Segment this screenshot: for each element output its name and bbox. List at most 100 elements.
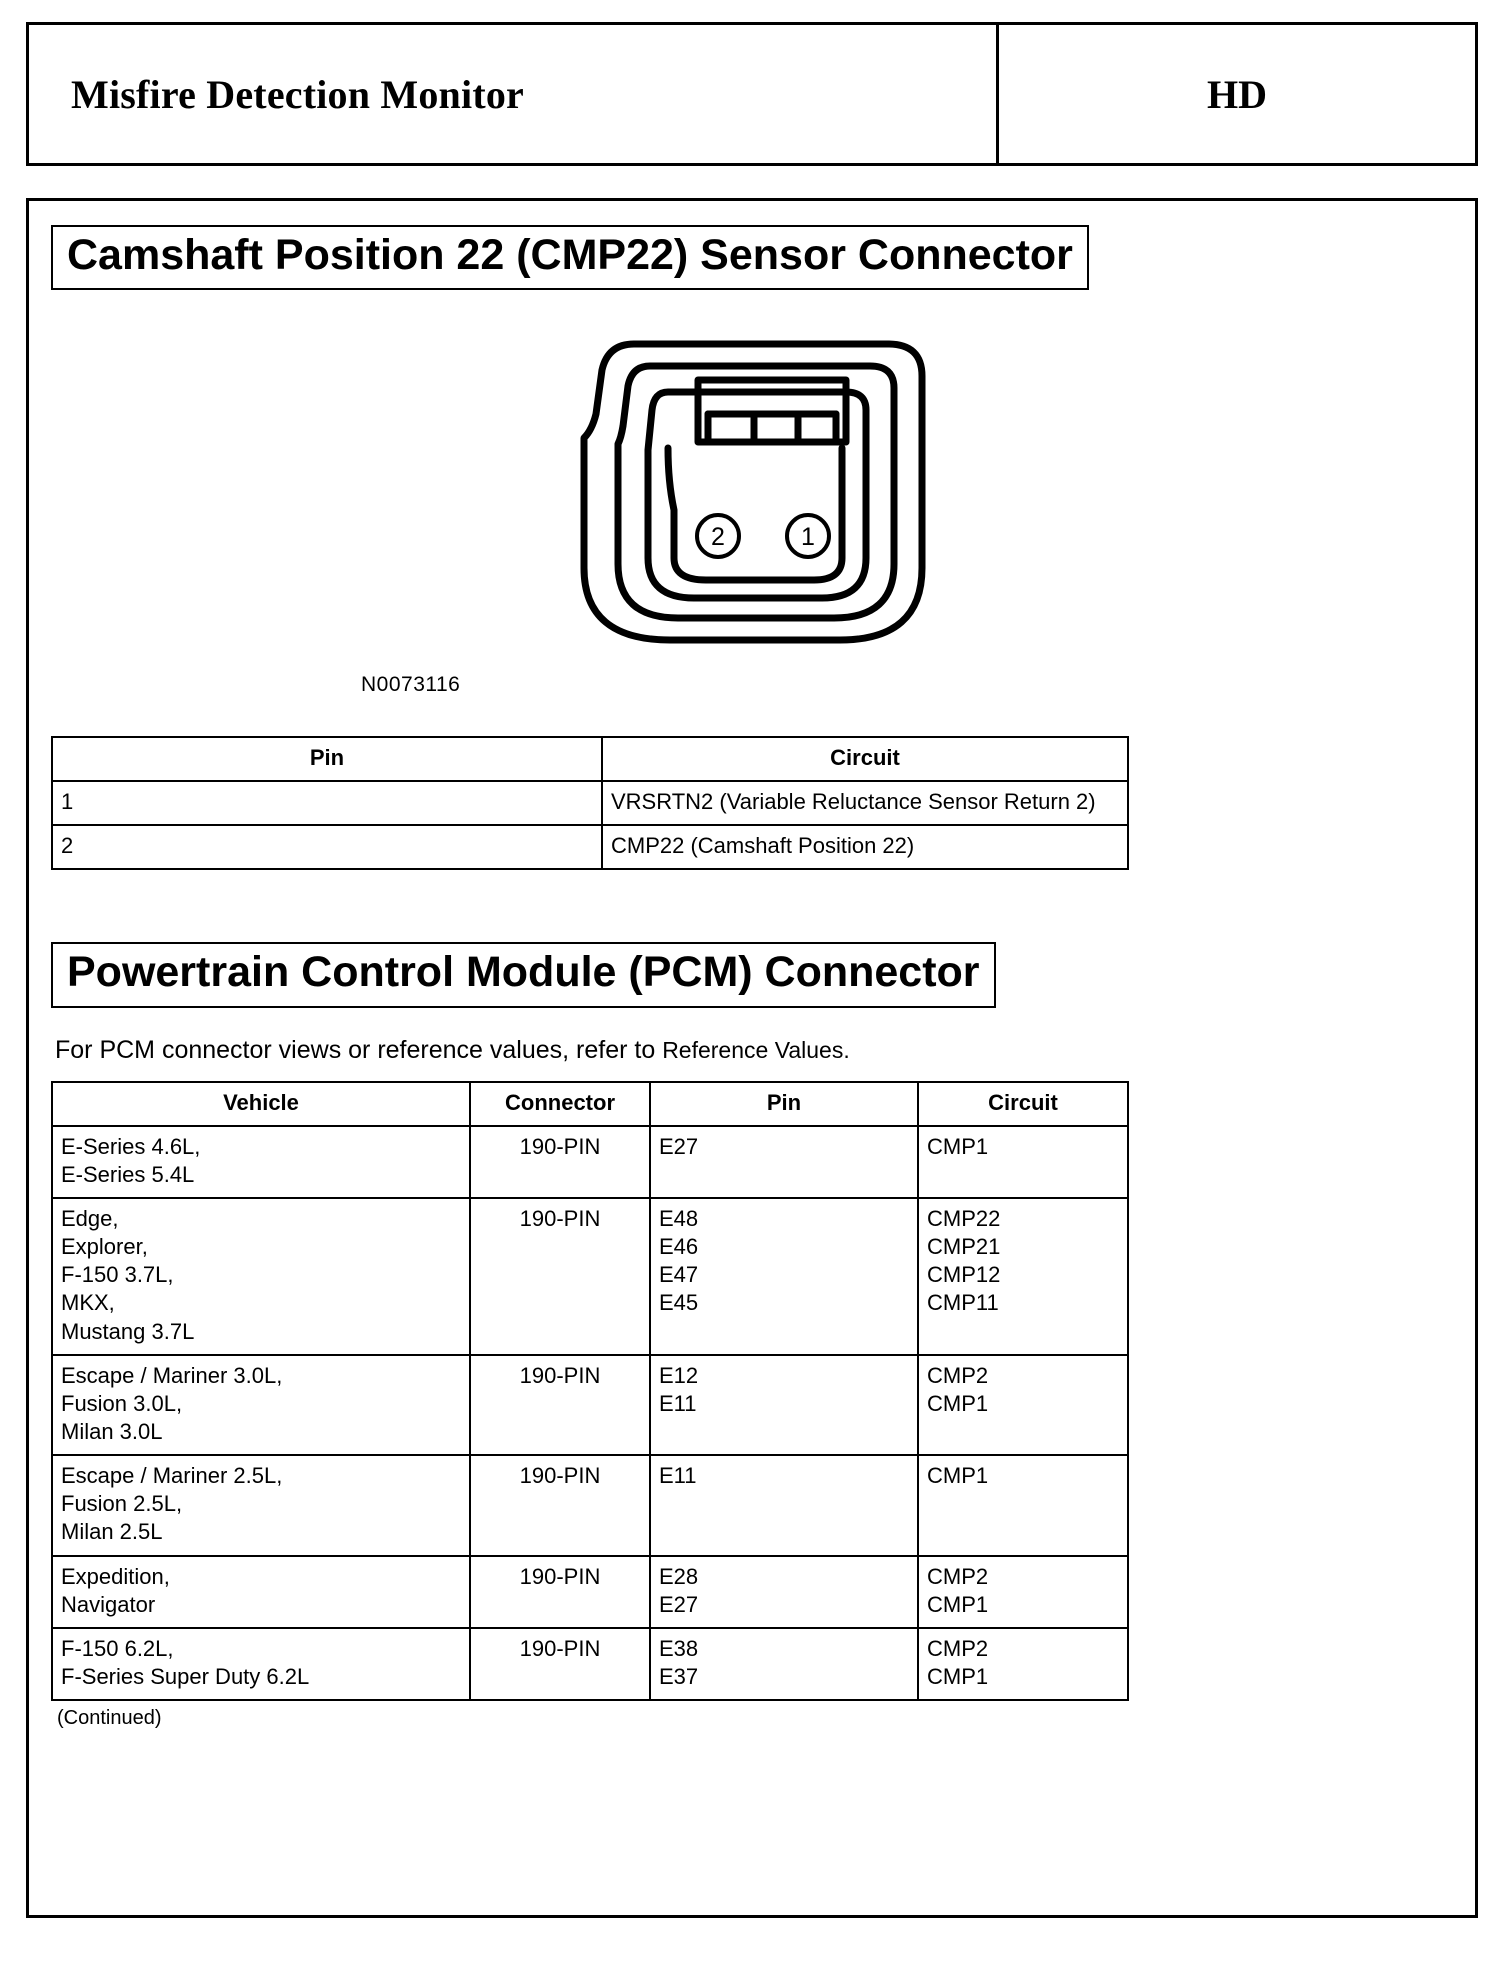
pin-marker-2: 2 [695,513,741,560]
pin-marker-1: 1 [785,513,831,560]
cell-pin-line: E27 [659,1133,699,1159]
page-header-code-cell: HD [999,25,1475,163]
connector-diagram-svg: 2 1 [580,340,926,644]
cell-circuit-line: CMP1 [927,1664,989,1690]
table-row: F-150 6.2L,F-Series Super Duty 6.2L 190-P… [51,1626,1129,1702]
cell-connector-line: 190-PIN [519,1463,601,1489]
cell-circuit-line: CMP2 [927,1563,989,1589]
cell-connector: 190-PIN [469,1124,651,1199]
cell-circuit: VRSRTN2 (Variable Reluctance Sensor Retu… [601,780,1129,827]
page-code-badge: HD [1207,71,1267,117]
table-header-row: Pin Circuit [51,736,1129,783]
cell-circuit-line: CMP2 [927,1362,989,1388]
cell-pin-line: E28 [659,1563,699,1589]
cell-vehicle-line: Escape / Mariner 2.5L, [61,1463,283,1489]
cell-pin: E27 [649,1124,919,1199]
section-spacer [51,870,1453,942]
cell-pin-line: E11 [659,1463,697,1489]
cell-vehicle-line: Mustang 3.7L [61,1318,195,1344]
page-title: Misfire Detection Monitor [71,71,524,117]
cell-vehicle-line: MKX, [61,1290,115,1316]
page-header-title-cell: Misfire Detection Monitor [29,25,999,163]
cell-vehicle: Escape / Mariner 3.0L,Fusion 3.0L,Milan … [51,1353,471,1457]
cell-vehicle-line: Navigator [61,1591,156,1617]
cell-circuit-line: CMP1 [927,1390,989,1416]
column-header-connector: Connector [469,1080,651,1127]
pin-2-label: 2 [711,523,725,551]
connector-second-shell [614,362,898,622]
cell-vehicle-line: F-Series Super Duty 6.2L [61,1664,310,1690]
section-heading-cmp22: Camshaft Position 22 (CMP22) Sensor Conn… [51,225,1089,291]
cell-vehicle-line: F-150 3.7L, [61,1262,174,1288]
column-header-pin: Pin [51,736,603,783]
cell-circuit-line: CMP1 [927,1133,989,1159]
cell-circuit-line: CMP1 [927,1591,989,1617]
cell-vehicle-line: E-Series 5.4L [61,1161,195,1187]
cell-connector-line: 190-PIN [519,1362,601,1388]
cell-vehicle: Edge,Explorer,F-150 3.7L,MKX,Mustang 3.7… [51,1196,471,1356]
cell-vehicle: Expedition,Navigator [51,1554,471,1629]
cell-connector: 190-PIN [469,1626,651,1702]
cell-circuit-line: CMP1 [927,1463,989,1489]
cell-circuit-line: CMP2 [927,1635,989,1661]
connector-outer-shell [580,340,926,644]
table-row: Edge,Explorer,F-150 3.7L,MKX,Mustang 3.7… [51,1196,1129,1356]
column-header-circuit: Circuit [917,1080,1129,1127]
cmp22-connector-figure: 2 1 N0073116 [51,318,1453,718]
table-row: 2 CMP22 (Camshaft Position 22) [51,824,1129,871]
table-header-row: Vehicle Connector Pin Circuit [51,1080,1129,1127]
cell-pin-line: E37 [659,1664,699,1690]
pcm-intro-text: For PCM connector views or reference val… [55,1036,1453,1065]
cell-pin-line: E46 [659,1234,699,1260]
section-heading-pcm: Powertrain Control Module (PCM) Connecto… [51,942,996,1008]
cell-connector: 190-PIN [469,1554,651,1629]
cell-circuit: CMP1 [917,1454,1129,1557]
cell-circuit-line: CMP22 [927,1205,1001,1231]
cell-pin-line: E38 [659,1635,699,1661]
cell-circuit-line: CMP11 [927,1290,999,1316]
cell-connector: 190-PIN [469,1353,651,1457]
cmp22-pin-circuit-table: Pin Circuit 1 VRSRTN2 (Variable Reluctan… [51,736,1129,871]
cell-pin-line: E27 [659,1591,699,1617]
pcm-intro-reference-link[interactable]: Reference Values. [662,1036,850,1063]
pin-2-circle [695,513,741,560]
cell-vehicle-line: Edge, [61,1205,119,1231]
cell-vehicle-line: Milan 2.5L [61,1519,163,1545]
cell-vehicle: E-Series 4.6L,E-Series 5.4L [51,1124,471,1199]
table-row: Escape / Mariner 2.5L,Fusion 2.5L,Milan … [51,1454,1129,1557]
cell-circuit-line: CMP21 [927,1234,1001,1260]
section-heading-pcm-label: Powertrain Control Module (PCM) Connecto… [67,948,980,997]
cell-vehicle-line: Expedition, [61,1563,170,1589]
cell-vehicle-line: Escape / Mariner 3.0L, [61,1362,283,1388]
cell-vehicle: F-150 6.2L,F-Series Super Duty 6.2L [51,1626,471,1702]
cell-connector-line: 190-PIN [519,1635,601,1661]
table-continued-note: (Continued) [57,1707,162,1730]
cell-pin: E11 [649,1454,919,1557]
table-row: Escape / Mariner 3.0L,Fusion 3.0L,Milan … [51,1353,1129,1457]
cell-pin-line: E12 [659,1362,699,1388]
cell-vehicle-line: E-Series 4.6L, [61,1133,201,1159]
cell-pin: 1 [51,780,603,827]
column-header-vehicle: Vehicle [51,1080,471,1127]
cell-connector-line: 190-PIN [519,1563,601,1589]
cell-connector: 190-PIN [469,1196,651,1356]
cell-circuit: CMP1 [917,1124,1129,1199]
cell-vehicle: Escape / Mariner 2.5L,Fusion 2.5L,Milan … [51,1454,471,1557]
cell-pin-line: E11 [659,1390,697,1416]
cell-connector: 190-PIN [469,1454,651,1557]
pin-1-circle [785,513,831,560]
section-heading-cmp22-label: Camshaft Position 22 (CMP22) Sensor Conn… [67,231,1073,279]
cell-vehicle-line: Milan 3.0L [61,1419,163,1444]
cell-pin-line: E45 [659,1290,699,1316]
pcm-connector-table: Vehicle Connector Pin Circuit E-Series 4… [51,1080,1129,1702]
cell-pin-line: E48 [659,1205,699,1231]
cell-connector-line: 190-PIN [519,1205,601,1231]
